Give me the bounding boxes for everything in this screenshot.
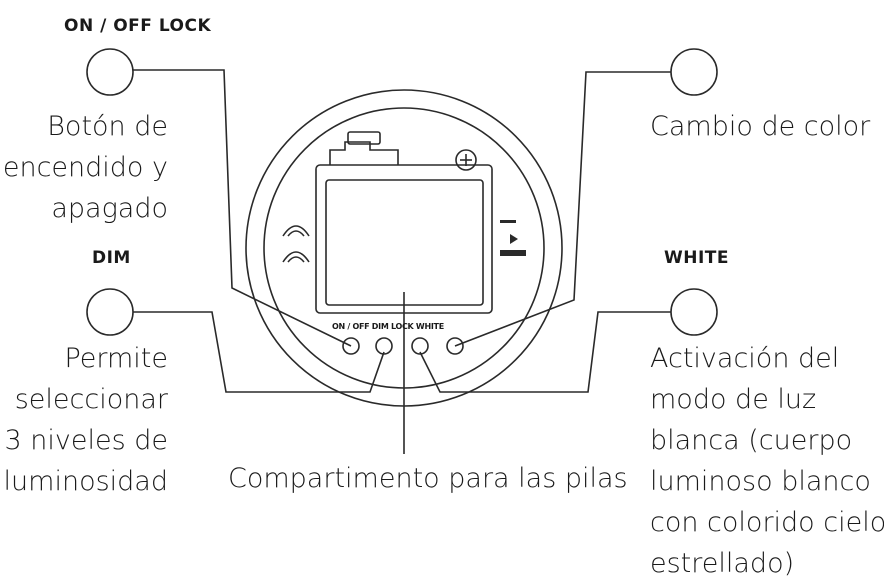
dim-description: Permite seleccionar 3 niveles de luminos… (0, 338, 168, 502)
onoff-heading: ON / OFF LOCK (64, 16, 212, 36)
sound-wave-icon (282, 225, 310, 237)
white-desc-line: estrellado) (650, 548, 795, 579)
white-desc-line: modo de luz (650, 384, 817, 415)
plus-icon (455, 149, 477, 171)
white-callout (670, 288, 718, 336)
onoff-button (342, 337, 360, 355)
dim-desc-line: 3 niveles de (4, 425, 168, 456)
onoff-desc-line: Botón de (47, 111, 168, 142)
color-callout (670, 48, 718, 96)
white-button (446, 337, 464, 355)
color-description: Cambio de color (650, 106, 870, 147)
white-leader (419, 311, 671, 393)
play-indicator-icon (510, 234, 518, 244)
white-desc-line: blanca (cuerpo (650, 425, 853, 456)
battery-latch (329, 141, 399, 165)
color-leader (454, 71, 671, 347)
dim-desc-line: Permite (64, 343, 168, 374)
white-heading: WHITE (664, 248, 730, 268)
onoff-desc-line: apagado (51, 193, 168, 224)
onoff-desc-line: encendido y (2, 152, 168, 183)
dim-callout (86, 288, 134, 336)
battery-window (325, 179, 484, 306)
color-desc-line: Cambio de color (650, 111, 871, 142)
lock-button (411, 337, 429, 355)
dim-desc-line: seleccionar (14, 384, 168, 415)
white-desc-line: Activación del (650, 343, 840, 374)
onoff-callout (86, 48, 134, 96)
dim-desc-line: luminosidad (3, 466, 168, 497)
button-strip-labels: ON / OFF DIM LOCK WHITE (332, 322, 444, 331)
white-description: Activación del modo de luz blanca (cuerp… (650, 338, 884, 584)
dim-button (375, 337, 393, 355)
onoff-description: Botón de encendido y apagado (0, 106, 168, 229)
onoff-leader (133, 69, 352, 347)
battery-description: Compartimento para las pilas (228, 463, 628, 494)
indicator-dots (500, 220, 516, 223)
dim-leader (133, 311, 385, 393)
white-desc-line: luminoso blanco (650, 466, 871, 497)
battery-cover (315, 164, 493, 314)
dim-heading: DIM (92, 248, 131, 268)
white-desc-line: con colorido cielo (650, 507, 884, 538)
